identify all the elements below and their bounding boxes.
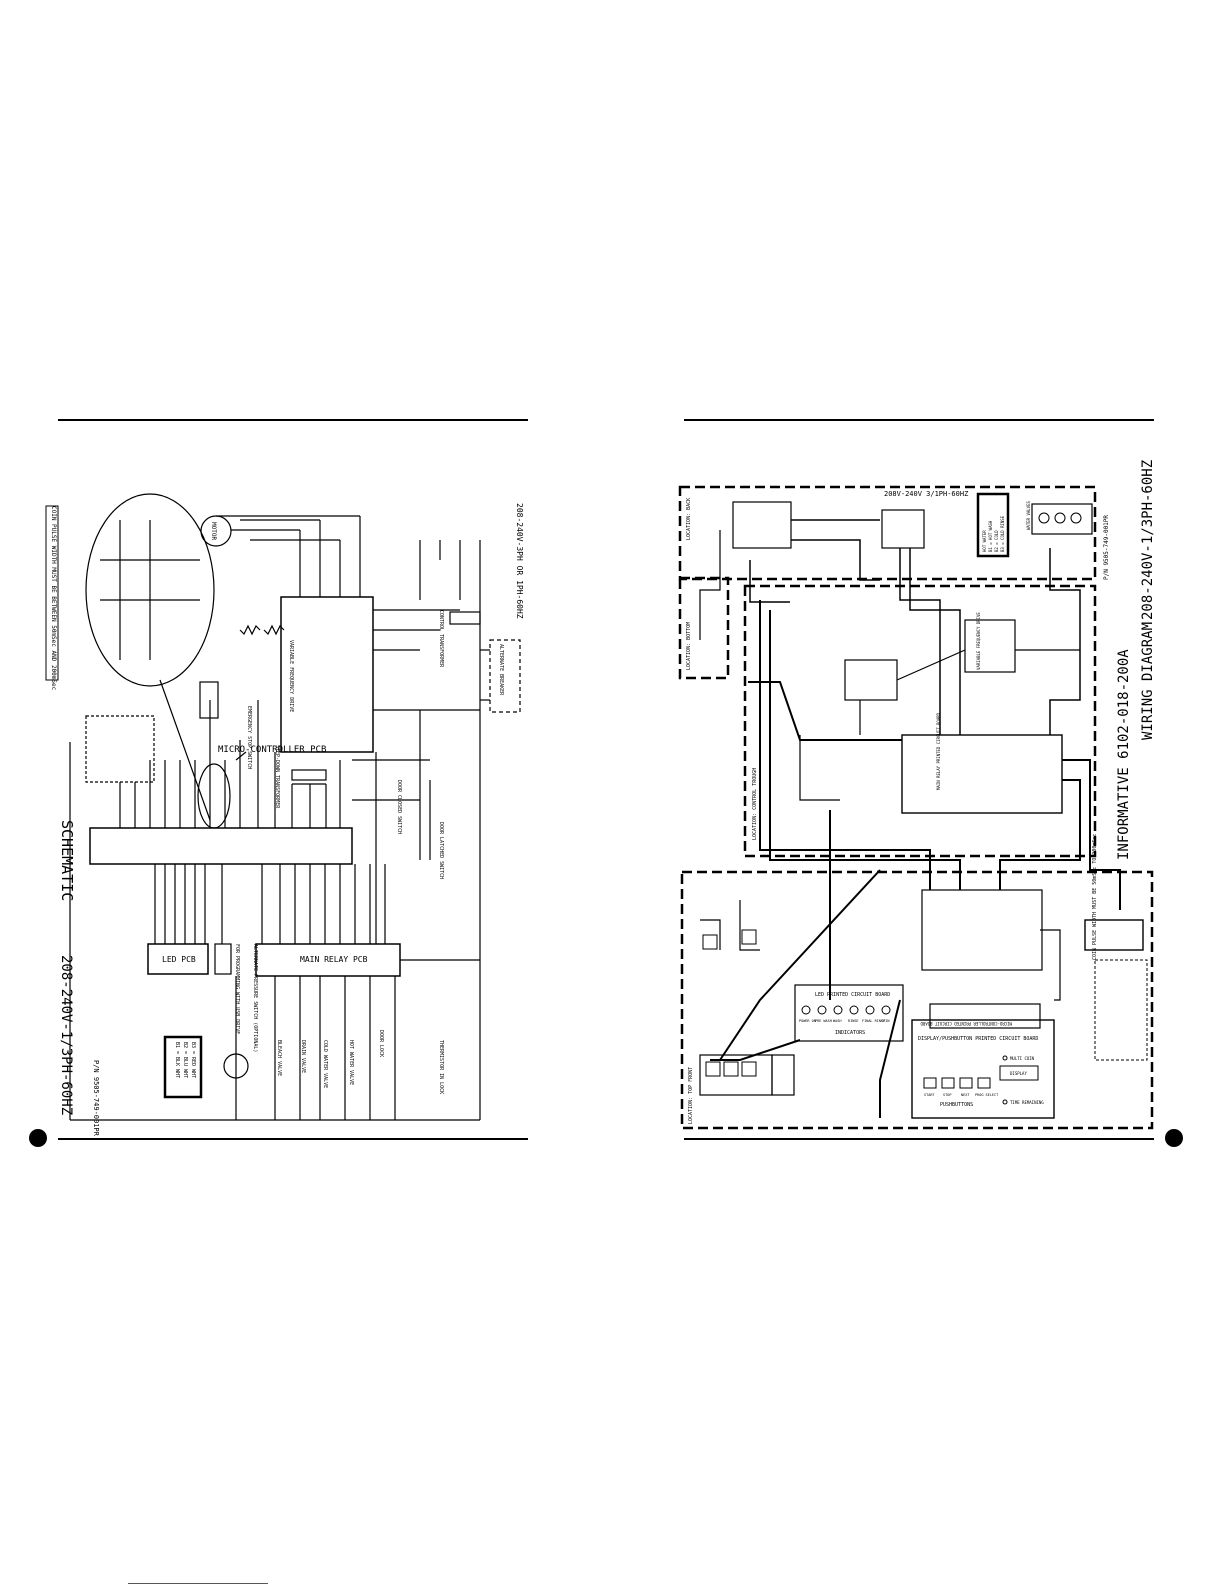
wiring-diagram <box>678 485 1154 1130</box>
wiring-legend-title: HOT WATER <box>982 530 987 552</box>
door-latched-label: DOOR LATCHED SWITCH <box>438 822 444 879</box>
display-window-label: DISPLAY <box>1010 1071 1027 1076</box>
emergency-stop-label: EMERGENCY STOP SWITCH <box>246 706 252 769</box>
bleach-valve-label: BLEACH VALVE <box>276 1040 282 1076</box>
micro-board-label: MICRO-CONTROLLER PRINTED CIRCUIT BOARD <box>920 1021 1012 1026</box>
location-top-front: LOCATION: TOP FRONT <box>688 1067 694 1124</box>
door-closed-label: DOOR CLOSED SWITCH <box>396 780 402 834</box>
wiring-title: WIRING DIAGRAM <box>1140 622 1156 740</box>
alternate-switch-label: ALTERNATE PRESSURE SWITCH (OPTIONAL) <box>252 944 258 1052</box>
indicator-power-on: POWER ON <box>799 1019 816 1023</box>
wiring-legend-1: B1 = HOT WASH <box>988 520 993 552</box>
usb-label: FOR PROGRAMMING WITH USB DRIVE <box>234 944 240 1034</box>
led-pcb-label: LED PCB <box>162 955 196 964</box>
left-top-rule <box>58 419 528 421</box>
wiring-informative: INFORMATIVE 6102-018-200A <box>1116 649 1132 860</box>
schematic-title: SCHEMATIC <box>58 820 76 901</box>
legend-line-3: B3 = RED WHT <box>190 1042 196 1078</box>
pushbuttons-label: PUSHBUTTONS <box>940 1102 973 1108</box>
pushbutton-prog-select: PROG SELECT <box>975 1093 999 1097</box>
main-relay-board-label: MAIN RELAY PRINTED CIRCUIT BOARD <box>936 712 941 790</box>
right-bullet <box>1165 1129 1183 1147</box>
schematic-voltage: 208-240V-1/3PH-60HZ <box>58 955 74 1115</box>
stepdown-label: STEP-DOWN TRANSFORMER <box>274 745 280 809</box>
vfd-label: VARIABLE FREQUENCY DRIVE <box>288 640 294 712</box>
location-back: LOCATION: BACK <box>686 498 692 540</box>
thermistor-label: THERMISTOR IN LOCK <box>438 1040 444 1094</box>
right-top-rule <box>684 419 1154 421</box>
indicator-wash: WASH <box>833 1019 841 1023</box>
led-multi-coin: MULTI COIN <box>1010 1056 1035 1061</box>
legend-line-2: B2 = BLU WHT <box>182 1042 188 1078</box>
wiring-legend-2: B2 = COLD <box>994 530 999 552</box>
cold-water-label: COLD WATER VALVE <box>322 1040 328 1088</box>
location-control: LOCATION: CONTROL TROUGH <box>752 768 758 840</box>
drain-valve-label: DRAIN VALVE <box>300 1040 306 1073</box>
schematic-wires <box>69 493 521 1121</box>
wiring-coin-note: COIN PULSE WIDTH MUST BE 50mSec TO 200mS… <box>1092 834 1098 960</box>
indicator-rinse: RINSE <box>848 1019 859 1023</box>
vfd-board-label: VARIABLE FREQUENCY DRIVE <box>976 612 981 670</box>
left-bullet <box>29 1129 47 1147</box>
led-board-label: LED PRINTED CIRCUIT BOARD <box>815 992 890 998</box>
hot-water-label: HOT WATER VALVE <box>348 1040 354 1085</box>
display-board-label: DISPLAY/PUSHBUTTON PRINTED CIRCUIT BOARD <box>918 1036 1038 1042</box>
main-relay-label: MAIN RELAY PCB <box>300 955 368 964</box>
indicator-final-rinse: FINAL RINSE <box>862 1019 885 1023</box>
water-valves-label: WATER VALVES <box>1026 501 1031 530</box>
pushbutton-next: NEXT <box>961 1093 970 1097</box>
left-bottom-rule <box>58 1138 528 1140</box>
indicator-spin: SPIN <box>881 1019 889 1023</box>
alternate-breaker-label: ALTERNATE BREAKER <box>498 644 504 696</box>
pushbutton-start: START <box>924 1093 935 1097</box>
coin-note: COIN PULSE WIDTH MUST BE BETWEEN 50mSec … <box>50 506 57 691</box>
control-transformer-label: CONTROL TRANSFORMER <box>438 610 444 668</box>
micro-controller-label: MICRO-CONTROLLER PCB <box>218 745 326 755</box>
door-lock-label: DOOR LOCK <box>378 1030 384 1057</box>
schematic-supply: 208-240V-3PH OR 1PH-60HZ <box>515 503 524 619</box>
legend-line-1: B1 = BLK WHT <box>174 1042 180 1078</box>
wiring-voltage: 208-240V-1/3PH-60HZ <box>1140 460 1156 620</box>
indicator-pre-wash: PRE WASH <box>815 1019 832 1023</box>
location-bottom: LOCATION: BOTTOM <box>686 622 692 670</box>
right-bottom-rule <box>684 1138 1154 1140</box>
wiring-supply: 208V-240V 3/1PH-60HZ <box>884 490 968 498</box>
wiring-legend-3: B3 = COLD RINSE <box>1000 515 1005 552</box>
indicators-label: INDICATORS <box>835 1030 865 1036</box>
schematic-part-number: P/N 9505-749-001PR <box>92 1060 100 1137</box>
pushbutton-stop: STOP <box>943 1093 951 1097</box>
motor-label: MOTOR <box>210 522 217 540</box>
led-time-remaining: TIME REMAINING <box>1010 1100 1044 1105</box>
wiring-part-number: P/N 9505-749-001PR <box>1103 515 1110 580</box>
